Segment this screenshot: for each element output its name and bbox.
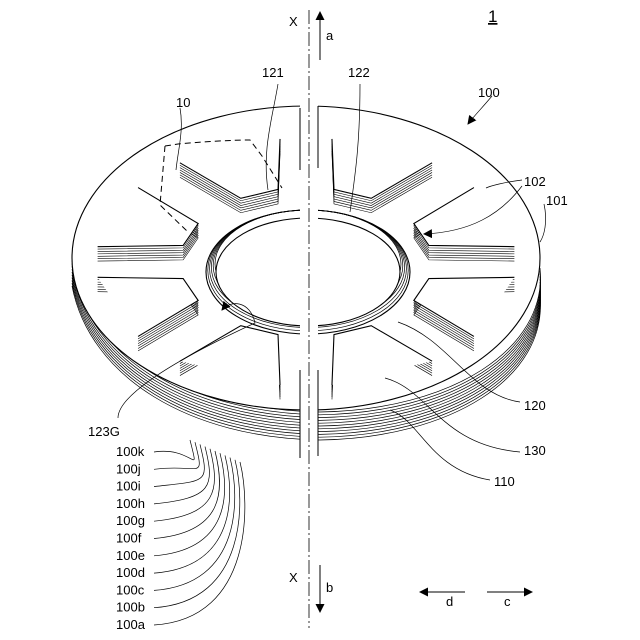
layer-label: 100k <box>116 444 145 459</box>
layer-label: 100h <box>116 496 145 511</box>
label-10: 10 <box>176 95 190 110</box>
label-130: 130 <box>524 443 546 458</box>
layer-leader-line <box>154 455 230 573</box>
layer-leader-line <box>154 449 214 521</box>
label-110: 110 <box>494 474 515 489</box>
direction-label-b: b <box>326 580 333 595</box>
axis-label-bottom: X <box>289 570 298 585</box>
figure-number: 1 <box>488 7 497 26</box>
direction-label-c: c <box>504 594 511 609</box>
layer-leader-line <box>154 460 240 608</box>
direction-label-a: a <box>326 28 334 43</box>
layer-label: 100i <box>116 479 141 494</box>
layer-label: 100j <box>116 461 141 476</box>
label-100: 100 <box>478 85 500 100</box>
direction-label-d: d <box>446 594 453 609</box>
layer-label: 100a <box>116 617 146 632</box>
layer-label: 100b <box>116 600 145 615</box>
label-122: 122 <box>348 65 370 80</box>
layer-label: 100d <box>116 565 145 580</box>
layer-leader-line <box>154 442 199 469</box>
axis-label-top: X <box>289 14 298 29</box>
layer-label: 100f <box>116 531 142 546</box>
label-123G: 123G <box>88 424 120 439</box>
layer-label: 100c <box>116 582 145 597</box>
label-120: 120 <box>524 398 546 413</box>
layer-leader-line <box>154 440 194 460</box>
layer-label: 100e <box>116 548 145 563</box>
layer-leader-line <box>154 447 209 504</box>
label-102: 102 <box>524 174 546 189</box>
label-121: 121 <box>262 65 284 80</box>
layer-leader-line <box>154 462 245 625</box>
layer-leader-line <box>154 451 220 539</box>
label-101: 101 <box>546 193 568 208</box>
layer-label: 100g <box>116 513 145 528</box>
